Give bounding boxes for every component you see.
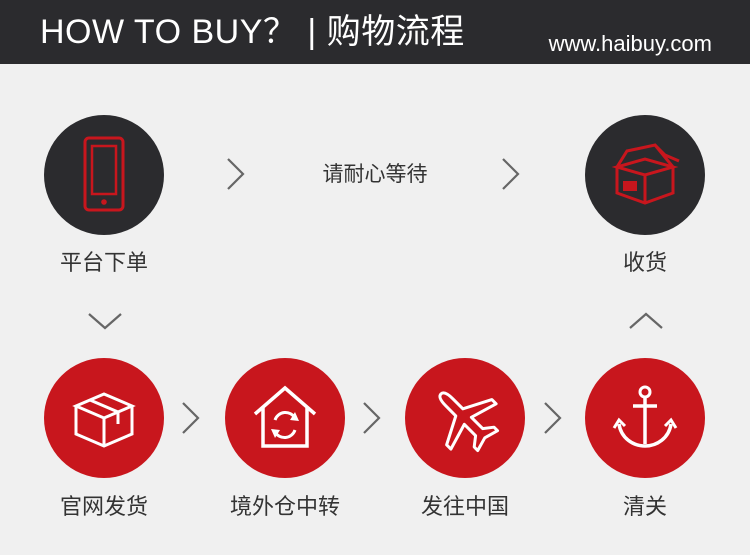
step-order-label: 平台下单 bbox=[59, 251, 148, 276]
step-ship-circle bbox=[44, 358, 164, 478]
step-ship-label: 官网发货 bbox=[59, 495, 148, 520]
arrow-right-icon bbox=[363, 402, 381, 434]
step-warehouse-circle bbox=[225, 358, 345, 478]
step-customs-label: 清关 bbox=[622, 495, 667, 520]
arrow-right-icon bbox=[227, 158, 245, 190]
arrow-down-icon bbox=[88, 313, 122, 330]
wait-text: 请耐心等待 bbox=[322, 162, 428, 186]
phone-icon bbox=[83, 136, 125, 212]
box-icon bbox=[611, 143, 680, 205]
arrow-right-icon bbox=[182, 402, 200, 434]
anchor-icon bbox=[612, 385, 678, 448]
step-receive-label: 收货 bbox=[622, 251, 667, 276]
step-flight-circle bbox=[405, 358, 525, 478]
arrow-right-icon bbox=[502, 158, 520, 190]
step-order-circle bbox=[44, 115, 164, 235]
arrow-right-icon bbox=[544, 402, 562, 434]
page-title: HOW TO BUY？|购物流程 bbox=[40, 10, 465, 54]
title-english: HOW TO BUY？ bbox=[40, 13, 298, 51]
step-flight-label: 发往中国 bbox=[420, 495, 509, 520]
title-chinese: 购物流程 bbox=[326, 13, 465, 51]
warehouse-icon bbox=[253, 385, 317, 448]
airplane-icon bbox=[438, 391, 500, 453]
site-url: www.haibuy.com bbox=[548, 31, 712, 56]
step-customs-circle bbox=[585, 358, 705, 478]
header-bar: HOW TO BUY？|购物流程 www.haibuy.com bbox=[0, 0, 750, 64]
step-receive-circle bbox=[585, 115, 705, 235]
arrow-up-icon bbox=[629, 312, 663, 329]
title-separator: | bbox=[307, 13, 317, 51]
package-icon bbox=[72, 392, 136, 448]
step-warehouse-label: 境外仓中转 bbox=[229, 495, 340, 520]
